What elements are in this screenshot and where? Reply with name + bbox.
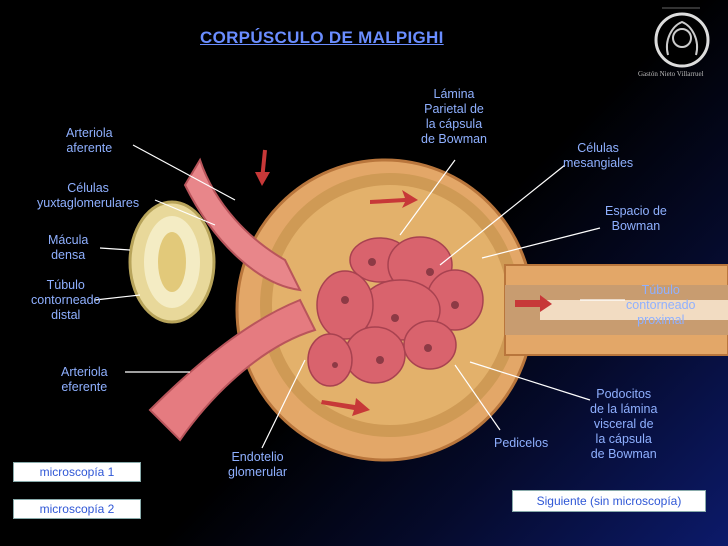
- microscopia-2-button[interactable]: microscopía 2: [13, 499, 141, 519]
- glomerulus: [307, 236, 484, 387]
- siguiente-button[interactable]: Siguiente (sin microscopía): [512, 490, 706, 512]
- afferent-arteriole: [183, 149, 302, 292]
- proximal-tubule: [504, 264, 728, 356]
- page-title: CORPÚSCULO DE MALPIGHI: [200, 28, 444, 47]
- author-credit: Gastón Nieto Villarruel: [638, 70, 704, 78]
- flow-arrows: [321, 190, 552, 416]
- microscopia-1-button[interactable]: microscopía 1: [13, 462, 141, 482]
- efferent-arteriole: [148, 298, 317, 442]
- leader-lines: [94, 144, 625, 449]
- label-pedicelos: Pedicelos: [494, 436, 549, 450]
- distal-tubule: [128, 200, 216, 324]
- logo-icon: [654, 7, 710, 68]
